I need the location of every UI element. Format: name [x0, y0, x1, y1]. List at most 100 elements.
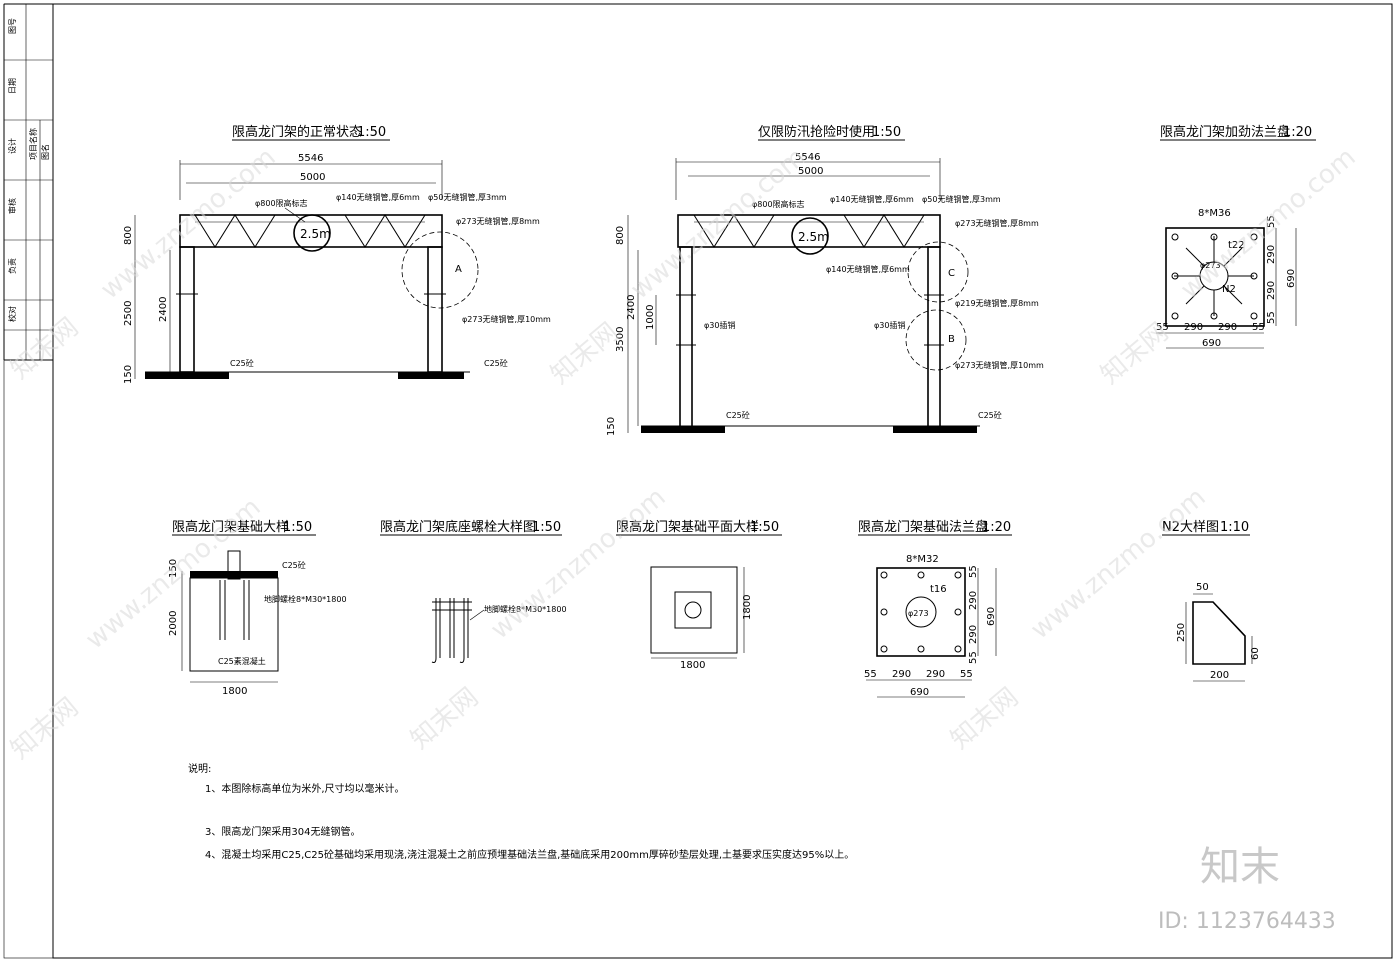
view2-scale: 1:50	[872, 125, 901, 140]
view8-dim-200: 200	[1210, 670, 1229, 681]
watermark-text: 知末网	[405, 682, 484, 755]
watermark-url: www.znzmo.com	[95, 142, 281, 305]
view1-dim-inner: 5000	[300, 172, 325, 183]
view7-dim-690: 690	[910, 687, 929, 698]
title-block-cell: 设计	[7, 138, 17, 154]
view7-dim-290b: 290	[926, 669, 945, 680]
view1-label-pipe273b: φ273无缝钢管,厚10mm	[462, 314, 551, 324]
view3-dim-v55: 55	[1266, 215, 1277, 228]
view1-dim-800: 800	[123, 226, 134, 245]
watermark-text: 知末网	[5, 312, 84, 385]
view3-n2: N2	[1222, 284, 1236, 295]
view2-conc-left: C25砼	[726, 410, 750, 420]
view7-d: φ273	[908, 609, 929, 618]
view8-dim-60: 60	[1250, 647, 1261, 660]
view2-title: 仅限防汛抢险时使用	[758, 124, 875, 140]
view2-dim-150: 150	[606, 417, 617, 436]
view7-dim-290a: 290	[892, 669, 911, 680]
title-block: 图号 日期 设计 审核 负责 校对 项目名称 图名	[3, 3, 53, 361]
title-block-cell: 图名	[40, 144, 50, 160]
view3-dim-v290a: 290	[1266, 245, 1277, 264]
view1-dim-150: 150	[123, 365, 134, 384]
view5-title: 限高龙门架底座螺栓大样图	[380, 519, 536, 535]
view3-dim-v290b: 290	[1266, 281, 1277, 300]
watermark-url: www.znzmo.com	[485, 482, 671, 645]
height-limit-sign	[791, 217, 829, 255]
view1-label-pipe140: φ140无缝钢管,厚6mm	[336, 192, 420, 202]
view7-dim-v55b: 55	[968, 651, 979, 664]
view3-dim-v55b: 55	[1266, 311, 1277, 324]
notes: 说明: 1、本图除标高单位为米外,尺寸均以毫米计。 3、限高龙门架采用304无缝…	[188, 762, 854, 861]
view1-conc-right: C25砼	[484, 358, 508, 368]
watermark-logo: 知末	[1200, 844, 1280, 890]
view7-dim-v290a: 290	[968, 591, 979, 610]
view7-dim-55b: 55	[960, 669, 973, 680]
title-block-cell: 项目名称	[28, 128, 38, 160]
view2-label-pipe219: φ219无缝钢管,厚8mm	[955, 298, 1039, 308]
view3-bolts: 8*M36	[1198, 208, 1231, 219]
view8-scale: 1:10	[1220, 520, 1249, 535]
view2-label-pipe50: φ50无缝钢管,厚3mm	[922, 194, 1001, 204]
note-1: 1、本图除标高单位为米外,尺寸均以毫米计。	[205, 782, 405, 795]
view7-dim-v55: 55	[968, 565, 979, 578]
view8-dim-50: 50	[1196, 582, 1209, 593]
view8-title: N2大样图	[1162, 520, 1219, 535]
view1-dim-total: 5546	[298, 153, 323, 164]
view5-scale: 1:50	[532, 520, 561, 535]
watermark-url: www.znzmo.com	[1025, 482, 1211, 645]
view-foundation-flange: 限高龙门架基础法兰盘 1:20 8*M32 t16 φ273 55 290 29…	[858, 519, 1012, 698]
view6-scale: 1:50	[750, 520, 779, 535]
view3-scale: 1:20	[1283, 125, 1312, 140]
watermark-id: ID: 1123764433	[1158, 909, 1336, 934]
view-normal-state: 限高龙门架的正常状态 1:50 5546 5000 2.5m A 800 250…	[123, 124, 551, 384]
view4-scale: 1:50	[283, 520, 312, 535]
view3-title: 限高龙门架加劲法兰盘	[1160, 124, 1290, 140]
view1-label-pipe273a: φ273无缝钢管,厚8mm	[456, 216, 540, 226]
watermark-url: www.znzmo.com	[1175, 142, 1361, 305]
view2-dim-total: 5546	[795, 152, 820, 163]
view2-label-pipe273a: φ273无缝钢管,厚8mm	[955, 218, 1039, 228]
view2-label-pipe140b: φ140无缝钢管,厚6mm	[826, 264, 910, 274]
view2-dim-1000: 1000	[645, 305, 656, 330]
view3-dim-290b: 290	[1218, 322, 1237, 333]
view3-t: t22	[1228, 240, 1245, 251]
watermarks: 知末网 www.znzmo.com 知末网 www.znzmo.com 知末网 …	[5, 142, 1361, 934]
view6-dim-h: 1800	[680, 660, 705, 671]
view7-dim-55a: 55	[864, 669, 877, 680]
view1-conc-left: C25砼	[230, 358, 254, 368]
drawing-frame	[52, 3, 1393, 959]
title-block-cell: 审核	[7, 198, 17, 214]
watermark-text: 知末网	[945, 682, 1024, 755]
view7-t: t16	[930, 584, 947, 595]
title-block-cell: 日期	[8, 78, 17, 94]
view7-bolts: 8*M32	[906, 554, 939, 565]
view6-title: 限高龙门架基础平面大样	[616, 519, 759, 535]
watermark-text: 知末网	[5, 692, 84, 765]
view2-label-pin-right: φ30插销	[874, 320, 905, 330]
view2-dim-800: 800	[615, 226, 626, 245]
watermark-text: 知末网	[545, 317, 624, 390]
title-block-cell: 负责	[7, 258, 17, 274]
view7-title: 限高龙门架基础法兰盘	[858, 519, 988, 535]
height-limit-sign	[293, 214, 331, 252]
title-block-cell: 图号	[8, 18, 17, 34]
view1-detail-a: A	[455, 264, 462, 275]
view3-dim-55b: 55	[1252, 322, 1265, 333]
title-block-cell: 校对	[7, 306, 17, 322]
view1-dim-2500: 2500	[123, 301, 134, 326]
view4-label-bolt: 地脚螺栓8*M30*1800	[264, 594, 347, 604]
view2-label-pipe273b: φ273无缝钢管,厚10mm	[955, 360, 1044, 370]
view2-dim-2400: 2400	[626, 295, 637, 320]
view3-d: φ273	[1200, 261, 1221, 270]
view-n2-detail: N2大样图 1:10 50 250 60 200	[1162, 520, 1261, 682]
view4-label-conc: C25砼	[282, 560, 306, 570]
view-foundation-detail: 限高龙门架基础大样 1:50 150 2000 1800 C25砼 地脚螺栓8*…	[168, 519, 347, 697]
view2-dim-3500: 3500	[615, 327, 626, 352]
view4-dim-1800: 1800	[222, 686, 247, 697]
note-3: 3、限高龙门架采用304无缝钢管。	[205, 825, 360, 838]
view2-detail-b: B	[948, 334, 955, 345]
view2-conc-right: C25砼	[978, 410, 1002, 420]
view2-dim-inner: 5000	[798, 166, 823, 177]
view7-scale: 1:20	[982, 520, 1011, 535]
view4-dim-150: 150	[168, 559, 179, 578]
